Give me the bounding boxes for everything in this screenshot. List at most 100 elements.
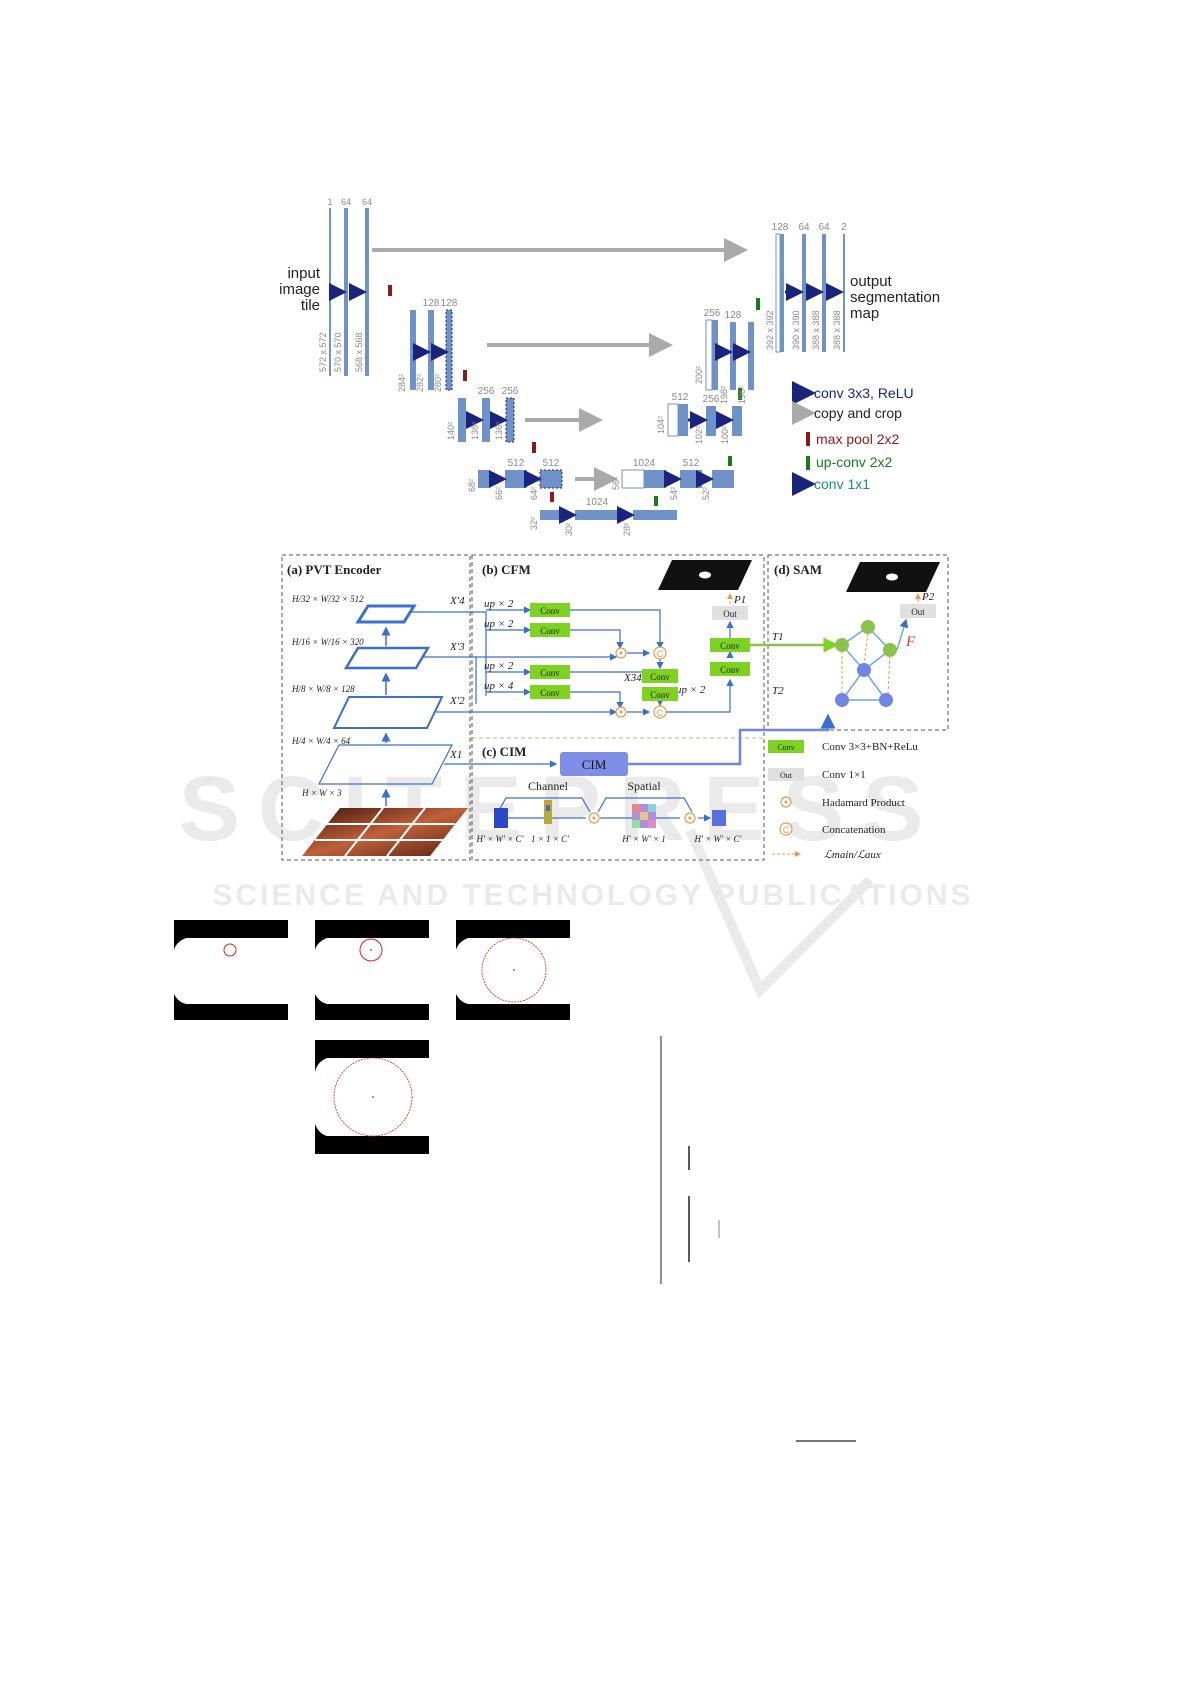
unet-channel: 128 — [772, 222, 789, 233]
panel-d-border — [767, 554, 949, 731]
unet-block — [633, 510, 677, 520]
detection-center — [372, 1096, 374, 1098]
spatial-attention-cell — [648, 804, 656, 812]
legend-concat-label: Concatenation — [822, 824, 886, 836]
patch-grid-line — [386, 807, 426, 857]
unet-channel: 2 — [841, 222, 847, 233]
unet-channel: 256 — [704, 308, 721, 319]
legend-conv-swatch — [768, 740, 804, 753]
cim-block-label: CIM — [582, 757, 607, 772]
mask-top-band — [315, 920, 429, 938]
conv-block-label: Conv — [720, 665, 740, 675]
unet-block — [730, 322, 736, 390]
up-label: up × 2 — [484, 660, 514, 672]
legend-up: up-conv 2x2 — [816, 454, 892, 470]
out-block-label: Out — [911, 607, 925, 617]
watermark-small: SCIENCE AND TECHNOLOGY PUBLICATIONS — [212, 879, 973, 912]
panel-c-title: (c) CIM — [482, 744, 526, 759]
unet-size: 102² — [694, 426, 704, 444]
mask-corner — [174, 938, 186, 950]
up-label: up × 2 — [484, 618, 514, 630]
spatial-attention-cell — [648, 820, 656, 828]
cim-spatial-path — [597, 797, 693, 813]
out-block — [712, 606, 748, 620]
loss-link — [863, 632, 869, 665]
unet-input-label-2: image — [279, 281, 320, 298]
out-block — [900, 604, 936, 618]
unet-diagram: input image tile 1 64 64 572 x 572 570 x… — [279, 197, 940, 536]
cfm-wire — [666, 678, 734, 713]
unet-channel: 64 — [818, 222, 830, 233]
legend-loss-label: ℒmain/ℒaux — [824, 849, 881, 861]
unet-size: 64² — [529, 487, 539, 500]
legend-out-label: Conv 1×1 — [822, 769, 866, 781]
mask-corner — [315, 1058, 327, 1072]
unet-block — [505, 397, 515, 443]
unet-channel: 1024 — [633, 458, 656, 469]
panel-bc-border — [471, 554, 765, 861]
panel-a-title: (a) PVT Encoder — [287, 562, 382, 577]
mask-corner — [456, 994, 468, 1004]
unet-channel: 128 — [441, 298, 458, 309]
unet-size: 68² — [467, 479, 477, 492]
encoder-dim: H × W × 3 — [301, 788, 342, 798]
unet-channel: 512 — [508, 458, 525, 469]
polyp-mask-icon — [699, 571, 711, 579]
unet-size: 388 x 388 — [811, 310, 821, 350]
unet-block — [732, 406, 742, 436]
unet-size: 284² — [397, 374, 407, 392]
unet-block-copy — [775, 233, 781, 353]
detection-center — [370, 949, 372, 951]
feature-cube-icon — [494, 808, 508, 828]
p2-label: P2 — [921, 591, 935, 603]
cfm-wire — [410, 611, 487, 696]
unet-block — [505, 470, 527, 488]
patch-grid-line — [344, 807, 384, 857]
polyp-diagram: (a) PVT Encoder (b) CFM (c) CIM (d) SAM … — [281, 554, 949, 861]
unet-size: 56² — [611, 477, 621, 490]
unet-block-copy — [705, 319, 713, 391]
mask-corner — [315, 938, 327, 950]
cim-spatial-label: Spatial — [627, 779, 661, 793]
unet-channel: 256 — [703, 394, 720, 405]
conv-block — [530, 685, 570, 699]
endoscopy-photo — [302, 808, 468, 856]
graph-node-green — [835, 638, 849, 652]
hadamard-dot-icon — [619, 710, 623, 714]
encoder-stage-3 — [343, 646, 431, 670]
cim-block — [560, 752, 628, 776]
unet-block — [712, 470, 734, 488]
unet-block-copy — [621, 469, 645, 489]
unet-block — [822, 234, 826, 352]
conv-block — [642, 669, 678, 683]
conv-block — [530, 665, 570, 679]
unet-block — [712, 320, 718, 390]
unet-channel: 1024 — [586, 497, 609, 508]
unet-size: 280² — [433, 374, 443, 392]
channel-attention-icon — [546, 805, 550, 811]
mask-top-band — [456, 920, 570, 938]
mask-corner — [315, 994, 327, 1004]
unet-block — [365, 208, 369, 376]
unet-channel: 512 — [672, 392, 689, 403]
t2-label: T2 — [772, 685, 784, 697]
spatial-attention-cell — [640, 812, 648, 820]
unet-block — [680, 470, 702, 488]
t1-label: T1 — [772, 631, 784, 643]
encoder-dim: H/32 × W/32 × 512 — [291, 594, 364, 604]
legend-conv-label: Conv 3×3+BN+ReLu — [822, 741, 918, 753]
unet-size: 30² — [564, 523, 574, 536]
legend-out-swatch — [768, 768, 804, 781]
channel-attention-icon — [546, 813, 550, 819]
conv-block-label: Conv — [650, 690, 670, 700]
p1-label: P1 — [733, 594, 746, 606]
unet-size: 196² — [737, 386, 747, 404]
encoder-dim: H/16 × W/16 × 320 — [291, 637, 364, 647]
cim-dim: H' × W' × C' — [694, 834, 743, 844]
unet-channel: 128 — [725, 310, 742, 321]
mask-sample-2 — [315, 920, 429, 1020]
unet-block — [644, 470, 666, 488]
conv-block — [642, 687, 678, 701]
legend-conv-swatch-label: Conv — [777, 743, 794, 752]
